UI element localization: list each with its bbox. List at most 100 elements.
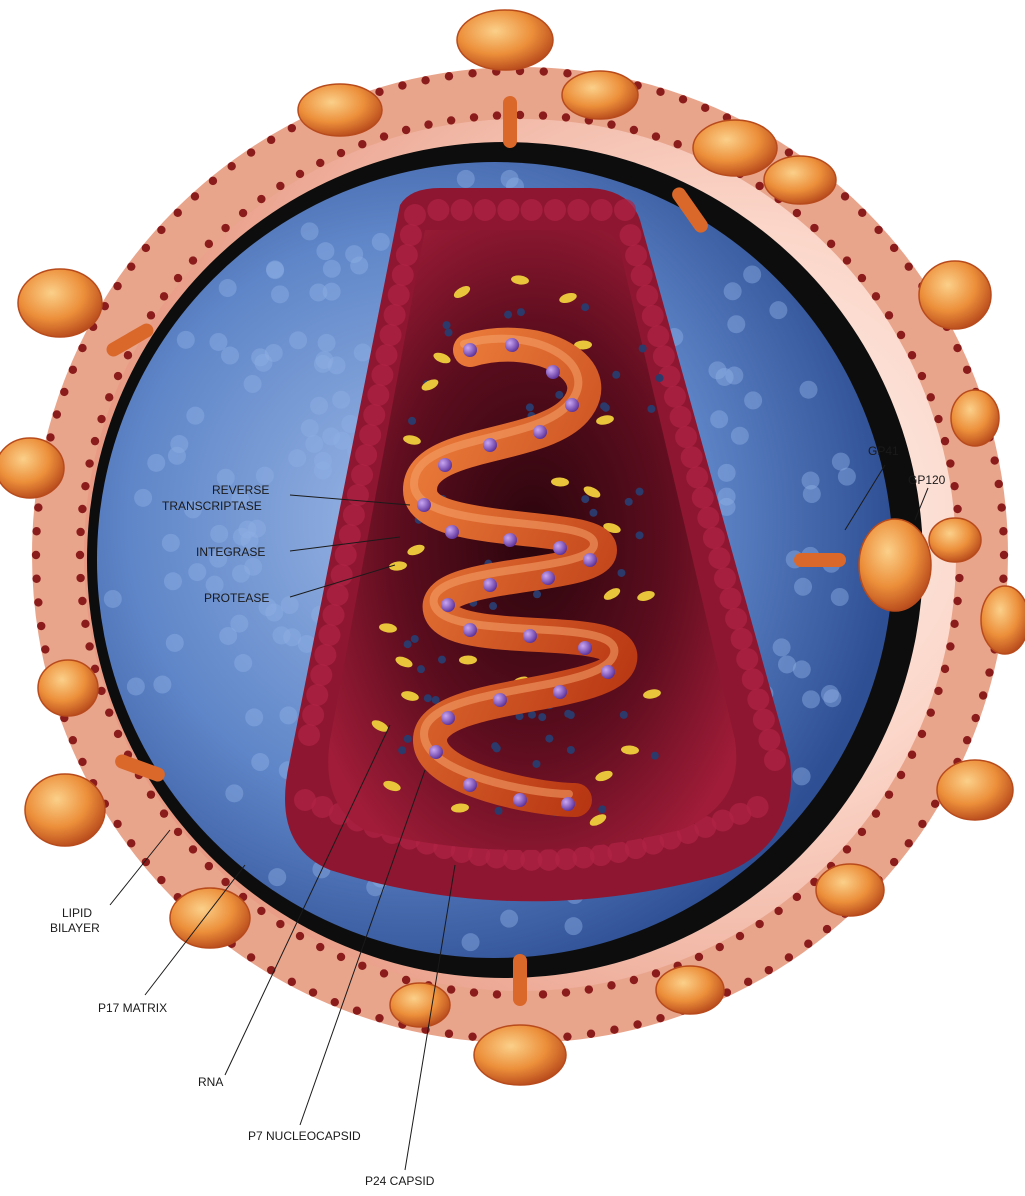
capsid-bead [758, 729, 780, 751]
nucleocapsid-dot [564, 710, 572, 718]
gp120-knob [859, 519, 931, 611]
matrix-bead [234, 654, 252, 672]
capsid-bead [647, 325, 669, 347]
capsid-bead [544, 199, 566, 221]
enzyme-molecule [441, 711, 455, 725]
nucleocapsid-dot [532, 760, 540, 768]
capsid-bead [331, 564, 353, 586]
capsid-bead [298, 724, 320, 746]
lipid-head [539, 990, 547, 998]
enzyme-molecule [583, 553, 597, 567]
matrix-bead [166, 634, 184, 652]
capsid-bead [747, 796, 769, 818]
nucleocapsid-dot [495, 807, 503, 815]
lipid-head [493, 990, 501, 998]
lipid-head [174, 274, 182, 282]
matrix-bead [210, 525, 228, 543]
lipid-head [46, 433, 54, 441]
lipid-head [375, 88, 383, 96]
enzyme-molecule [533, 425, 547, 439]
gp120-knob [764, 156, 836, 204]
matrix-bead [164, 572, 182, 590]
lipid-head [91, 437, 99, 445]
nucleocapsid-dot [636, 531, 644, 539]
gp120-knob [474, 1025, 566, 1085]
lipid-head [630, 976, 638, 984]
lipid-head [32, 575, 40, 583]
nucleocapsid-dot [555, 391, 563, 399]
capsid-bead [653, 345, 675, 367]
lipid-head [679, 95, 687, 103]
enzyme-molecule [523, 629, 537, 643]
lipid-head [221, 878, 229, 886]
capsid-bead [347, 484, 369, 506]
lipid-head [375, 1014, 383, 1022]
lipid-head [105, 708, 113, 716]
nucleocapsid-dot [398, 746, 406, 754]
label-p24-capsid: P24 CAPSID [365, 1174, 435, 1188]
nucleocapsid-dot [589, 509, 597, 517]
lipid-head [402, 126, 410, 134]
lipid-head [114, 730, 122, 738]
lipid-head [127, 839, 135, 847]
matrix-bead [170, 435, 188, 453]
enzyme-molecule [578, 641, 592, 655]
capsid-bead [681, 446, 703, 468]
capsid-bead [497, 199, 519, 221]
lipid-head [227, 162, 235, 170]
lipid-head [585, 985, 593, 993]
enzyme-molecule [463, 623, 477, 637]
gp120-knob [562, 71, 638, 119]
gp120-knob [457, 10, 553, 70]
gp120-knob [25, 774, 105, 846]
lipid-head [85, 642, 93, 650]
nucleocapsid-dot [617, 569, 625, 577]
enzyme-molecule [445, 525, 459, 539]
gp41-stalk [503, 96, 517, 148]
capsid-bead [703, 527, 725, 549]
matrix-bead [314, 355, 332, 373]
matrix-bead [219, 279, 237, 297]
label-gp41: GP41 [868, 444, 899, 458]
matrix-bead [322, 427, 340, 445]
nucleocapsid-dot [404, 640, 412, 648]
lipid-head [113, 282, 121, 290]
lipid-head [174, 209, 182, 217]
enzyme-molecule [546, 365, 560, 379]
nucleocapsid-dot [408, 417, 416, 425]
nucleocapsid-dot [489, 602, 497, 610]
lipid-head [205, 240, 213, 248]
lipid-head [76, 574, 84, 582]
lipid-head [516, 111, 524, 119]
capsid-bead [591, 199, 613, 221]
lipid-head [160, 809, 168, 817]
gp120-knob [18, 269, 102, 337]
lipid-head [673, 140, 681, 148]
lipid-head [78, 597, 86, 605]
lipid-head [337, 953, 345, 961]
nucleocapsid-dot [656, 374, 664, 382]
lipid-head [124, 351, 132, 359]
capsid-bead [380, 324, 402, 346]
gp120-knob [0, 438, 64, 498]
lipid-head [34, 503, 42, 511]
matrix-bead [354, 344, 372, 362]
nucleocapsid-dot [417, 665, 425, 673]
matrix-bead [564, 917, 582, 935]
matrix-bead [501, 170, 519, 188]
lipid-head [563, 1032, 571, 1040]
enzyme-molecule [463, 343, 477, 357]
capsid-bead [686, 466, 708, 488]
enzyme-molecule [483, 438, 497, 452]
matrix-bead [271, 285, 289, 303]
capsid-bead [363, 404, 385, 426]
lipid-head [540, 67, 548, 75]
lipid-head [174, 828, 182, 836]
matrix-bead [288, 449, 306, 467]
lipid-head [656, 88, 664, 96]
gp120-knob [929, 518, 981, 562]
capsid-bead [327, 584, 349, 606]
capsid-bead [736, 648, 758, 670]
capsid-bead [474, 199, 496, 221]
